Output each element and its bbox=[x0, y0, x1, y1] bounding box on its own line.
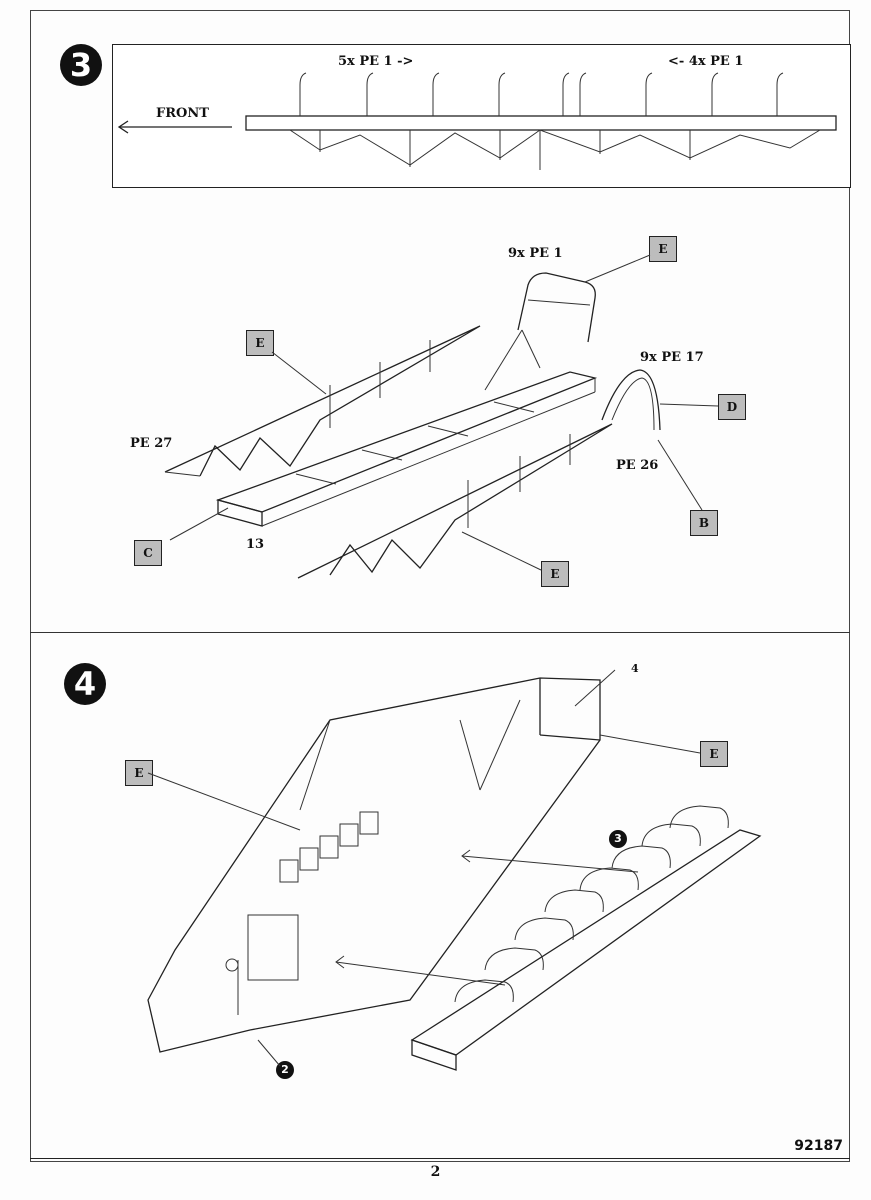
step-divider bbox=[30, 632, 850, 633]
tag-b: B bbox=[690, 510, 718, 536]
ref-step-2-marker: 2 bbox=[276, 1061, 294, 1079]
kit-code: 92187 bbox=[794, 1138, 843, 1154]
pe17-callout: 9x PE 17 bbox=[640, 350, 704, 365]
tag-c: C bbox=[134, 540, 162, 566]
roll-bar-pe1 bbox=[484, 254, 651, 391]
tag-e-right-frame: E bbox=[541, 561, 569, 587]
tag-e-fuselage: E bbox=[700, 741, 728, 767]
page-number: 2 bbox=[430, 1164, 441, 1180]
ref-step-3-marker: 3 bbox=[609, 830, 627, 848]
arrows-step4 bbox=[335, 849, 639, 986]
step-3-number: 3 bbox=[60, 44, 102, 86]
inset-side-view bbox=[245, 72, 837, 170]
fuselage bbox=[147, 669, 701, 1067]
front-arrow bbox=[117, 120, 232, 134]
pe1-callout: 9x PE 1 bbox=[508, 246, 563, 261]
part-4-label: 4 bbox=[631, 662, 639, 675]
tag-e-left-frame: E bbox=[246, 330, 274, 356]
page-frame bbox=[30, 10, 850, 1162]
tag-d: D bbox=[718, 394, 746, 420]
step-4-number: 4 bbox=[64, 663, 106, 705]
pe27-label: PE 27 bbox=[130, 436, 173, 451]
pe26-label: PE 26 bbox=[616, 458, 659, 473]
part-13-label: 13 bbox=[246, 537, 265, 552]
bottom-rule bbox=[30, 1158, 850, 1159]
seat-row-assembly bbox=[410, 805, 762, 1071]
floor-part-13 bbox=[215, 371, 598, 527]
inset-count-left: 5x PE 1 -> bbox=[338, 54, 414, 69]
inset-front-label: FRONT bbox=[156, 106, 209, 121]
right-side-frame bbox=[297, 423, 613, 579]
tag-e-roll-bar: E bbox=[649, 236, 677, 262]
inset-count-right: <- 4x PE 1 bbox=[668, 54, 744, 69]
strap-pe17 bbox=[601, 369, 719, 511]
left-side-frame bbox=[164, 325, 481, 477]
